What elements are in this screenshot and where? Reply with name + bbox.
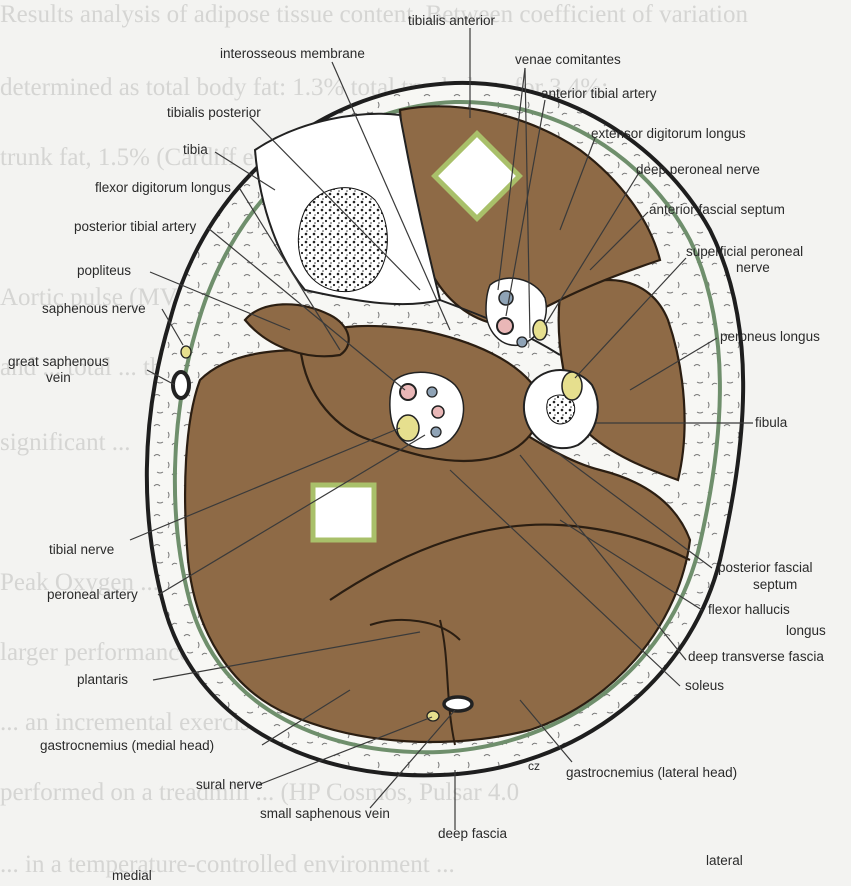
label-popliteus: popliteus <box>77 263 131 278</box>
label-medial: medial <box>112 868 152 883</box>
label-posterior-fascial-septum: posterior fascial <box>718 560 813 575</box>
anterior-neurovascular-bundle <box>486 278 547 347</box>
label-gastrocnemius-lateral-head: gastrocnemius (lateral head) <box>566 765 737 780</box>
label-extensor-digitorum-longus: extensor digitorum longus <box>591 126 746 141</box>
label-plantaris: plantaris <box>77 672 128 687</box>
label-flexor-hallucis-longus-line2: longus <box>786 623 826 638</box>
label-deep-fascia: deep fascia <box>438 826 508 841</box>
label-interosseous-membrane: interosseous membrane <box>220 46 365 61</box>
label-tibial-nerve: tibial nerve <box>49 542 114 557</box>
label-saphenous-nerve: saphenous nerve <box>42 301 146 316</box>
label-sural-nerve: sural nerve <box>196 777 263 792</box>
label-small-saphenous-vein: small saphenous vein <box>260 806 390 821</box>
posterior-neurovascular-bundle <box>390 372 464 449</box>
label-tibia: tibia <box>183 142 208 157</box>
background-text-line: significant ... <box>0 429 131 456</box>
posterior-sample-marker <box>313 485 374 540</box>
background-text-line: ... in a temperature-controlled environm… <box>0 851 455 878</box>
label-venae-comitantes: venae comitantes <box>515 52 621 67</box>
label-flexor-hallucis-longus: flexor hallucis <box>708 602 790 617</box>
label-soleus: soleus <box>685 678 724 693</box>
label-fibula: fibula <box>755 415 788 430</box>
label-anterior-tibial-artery: anterior tibial artery <box>541 86 657 101</box>
label-anterior-fascial-septum: anterior fascial septum <box>649 202 785 217</box>
label-superficial-peroneal-nerve: superficial peroneal <box>686 244 803 259</box>
label-great-saphenous-vein-line2: vein <box>46 370 71 385</box>
label-deep-peroneal-nerve: deep peroneal nerve <box>636 162 760 177</box>
label-gastrocnemius-medial-head: gastrocnemius (medial head) <box>40 738 214 753</box>
label-great-saphenous-vein: great saphenous <box>8 354 109 369</box>
label-flexor-digitorum-longus: flexor digitorum longus <box>95 180 231 195</box>
label-tibialis-posterior: tibialis posterior <box>167 105 261 120</box>
label-posterior-tibial-artery: posterior tibial artery <box>74 219 197 234</box>
saphenous-nerve-shape <box>181 346 191 358</box>
sural-nerve-shape <box>427 711 439 721</box>
label-peroneus-longus: peroneus longus <box>720 329 820 344</box>
label-peroneal-artery: peroneal artery <box>47 587 138 602</box>
label-superficial-peroneal-nerve-line2: nerve <box>736 260 770 275</box>
label-tibialis-anterior: tibialis anterior <box>408 13 496 28</box>
label-deep-transverse-fascia: deep transverse fascia <box>688 649 824 664</box>
artist-mark: cz <box>528 759 540 773</box>
tibia-medullary-cavity <box>298 188 387 292</box>
small-saphenous-vein-shape <box>444 697 472 711</box>
great-saphenous-vein-shape <box>173 372 189 398</box>
background-text-line: Results analysis of adipose tissue conte… <box>0 1 748 28</box>
label-lateral: lateral <box>706 853 743 868</box>
label-posterior-fascial-septum-line2: septum <box>753 577 797 592</box>
superficial-peroneal-nerve-shape <box>562 372 582 400</box>
